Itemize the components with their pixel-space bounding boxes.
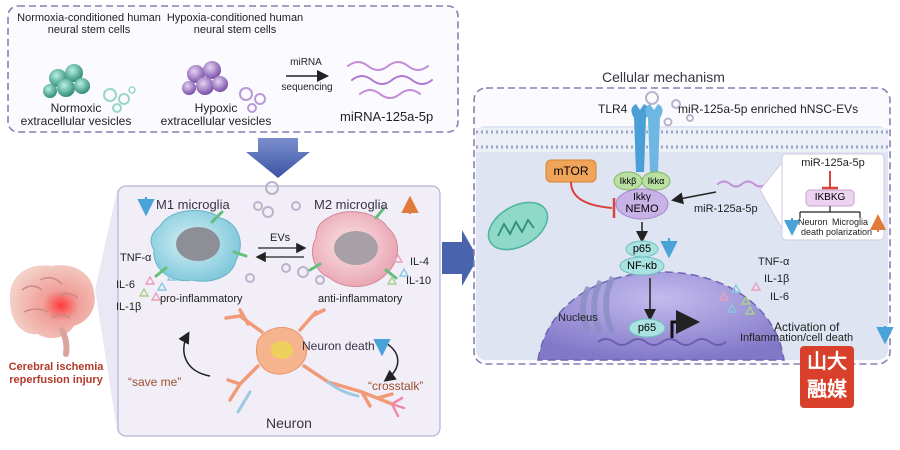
ikky-label: Ikkγ [633, 191, 651, 203]
mtor-label: mTOR [553, 164, 589, 178]
hypoxia-cells-label: Hypoxia-conditioned human neural stem ce… [166, 12, 304, 36]
save-me-label: “save me” [128, 375, 182, 389]
nemo-label: NEMO [625, 203, 659, 215]
neuron-death-out2: death [801, 227, 824, 237]
right-cytokine-3: IL-6 [770, 291, 789, 303]
mirna-to-nemo-arrow [671, 191, 717, 205]
evs-exchange-arrows [255, 242, 307, 263]
m2-cytokine-1: IL-4 [410, 256, 429, 268]
crosstalk-label: “crosstalk” [368, 379, 424, 393]
hypoxic-evs-line2: extracellular vesicles [160, 114, 272, 128]
m1-cytokine-3: IL-1β [116, 301, 142, 313]
ikka-label: Ikkα [647, 176, 665, 186]
neuron-cell [224, 308, 406, 418]
mirna-label: miRNA [290, 57, 322, 68]
watermark-logo [800, 346, 854, 408]
m1-microglia-label: M1 microglia [156, 197, 230, 212]
ikbkg-label: IKBKG [814, 192, 846, 203]
right-cytokine-1: TNF-α [758, 256, 790, 268]
neuron-death-out1: Neuron [798, 217, 828, 227]
brain-icon [9, 265, 95, 357]
pro-inflammatory-label: pro-inflammatory [160, 293, 243, 305]
cell-membrane [476, 128, 888, 152]
top-panel [7, 5, 459, 133]
save-me-arrow [178, 331, 211, 377]
brain-label-line2: reperfusion injury [9, 374, 103, 386]
right-panel-title: Cellular mechanism [602, 69, 725, 85]
m1-cytokine-1: TNF-α [120, 252, 152, 264]
activation-line2: Inflammation/cell death [740, 332, 854, 344]
p65-nucleus-shape [628, 318, 666, 338]
brain-label-line1: Cerebral ischemia [8, 361, 104, 373]
mtor-inhibition [570, 181, 613, 209]
normoxic-evs-line2: extracellular vesicles [20, 114, 132, 128]
mirna-small-strand [717, 180, 767, 188]
cytokine-triangles-right [718, 281, 762, 315]
mirna-small-label: miR-125a-5p [694, 203, 758, 215]
m1-cytokine-2: IL-6 [116, 279, 135, 291]
cytokine-triangles-m2 [386, 253, 410, 285]
nucleus [537, 271, 785, 361]
anti-inflammatory-label: anti-inflammatory [318, 293, 403, 305]
golgi-icon [580, 276, 615, 334]
ikkb-label: Ikkβ [619, 176, 637, 186]
right-arrow-big [442, 230, 478, 286]
hypoxic-evs-line1: Hypoxic [194, 101, 238, 115]
inset-title: miR-125a-5p [801, 157, 865, 169]
hypoxic-cell-cluster [182, 61, 266, 113]
promoter-arrow-icon [670, 310, 700, 338]
tlr4-label: TLR4 [598, 102, 628, 116]
tlr4-receptor [631, 104, 663, 172]
p65-nucleus-label: p65 [637, 321, 657, 334]
mirna-strand [347, 61, 433, 99]
microglia-out2: polarization [826, 227, 873, 237]
cytokine-triangles-m1 [138, 271, 178, 301]
incoming-vesicles [645, 91, 694, 127]
activation-line1: Activation of [774, 320, 840, 334]
normoxic-evs-line1: Normoxic [50, 101, 102, 115]
left-funnel [95, 186, 118, 436]
m2-microglia-label: M2 microglia [314, 197, 388, 212]
right-cytokine-2: IL-1β [764, 273, 790, 285]
watermark-line1: 山大 [807, 351, 847, 373]
mitochondrion-icon [487, 201, 549, 251]
microglia-out1: Microglia [832, 217, 869, 227]
dna-strand [597, 338, 727, 346]
m1-microglia-cell [150, 209, 248, 282]
nfkb-label: NF-κb [627, 260, 657, 272]
m2-microglia-cell [308, 206, 398, 288]
enriched-evs-label: miR-125a-5p enriched hNSC-EVs [678, 102, 859, 116]
normoxic-cell-cluster [43, 64, 136, 113]
p65-nfkb-complex [619, 240, 665, 276]
ikk-complex [613, 171, 671, 220]
watermark-line2: 融媒 [807, 379, 847, 401]
p65-top-label: p65 [632, 242, 652, 255]
ev-vesicles [245, 181, 325, 285]
m2-cytokine-2: IL-10 [406, 275, 432, 287]
down-arrow-big [246, 138, 310, 178]
sequencing-label: sequencing [281, 82, 333, 93]
nucleus-label: Nucleus [558, 312, 598, 324]
normoxia-cells-label: Normoxia-conditioned human neural stem c… [17, 12, 161, 36]
neuron-label: Neuron [266, 415, 312, 431]
mirna-result-label: miRNA-125a-5p [340, 109, 434, 124]
evs-label: EVs [270, 232, 291, 244]
neuron-death-label: Neuron death [302, 339, 375, 353]
